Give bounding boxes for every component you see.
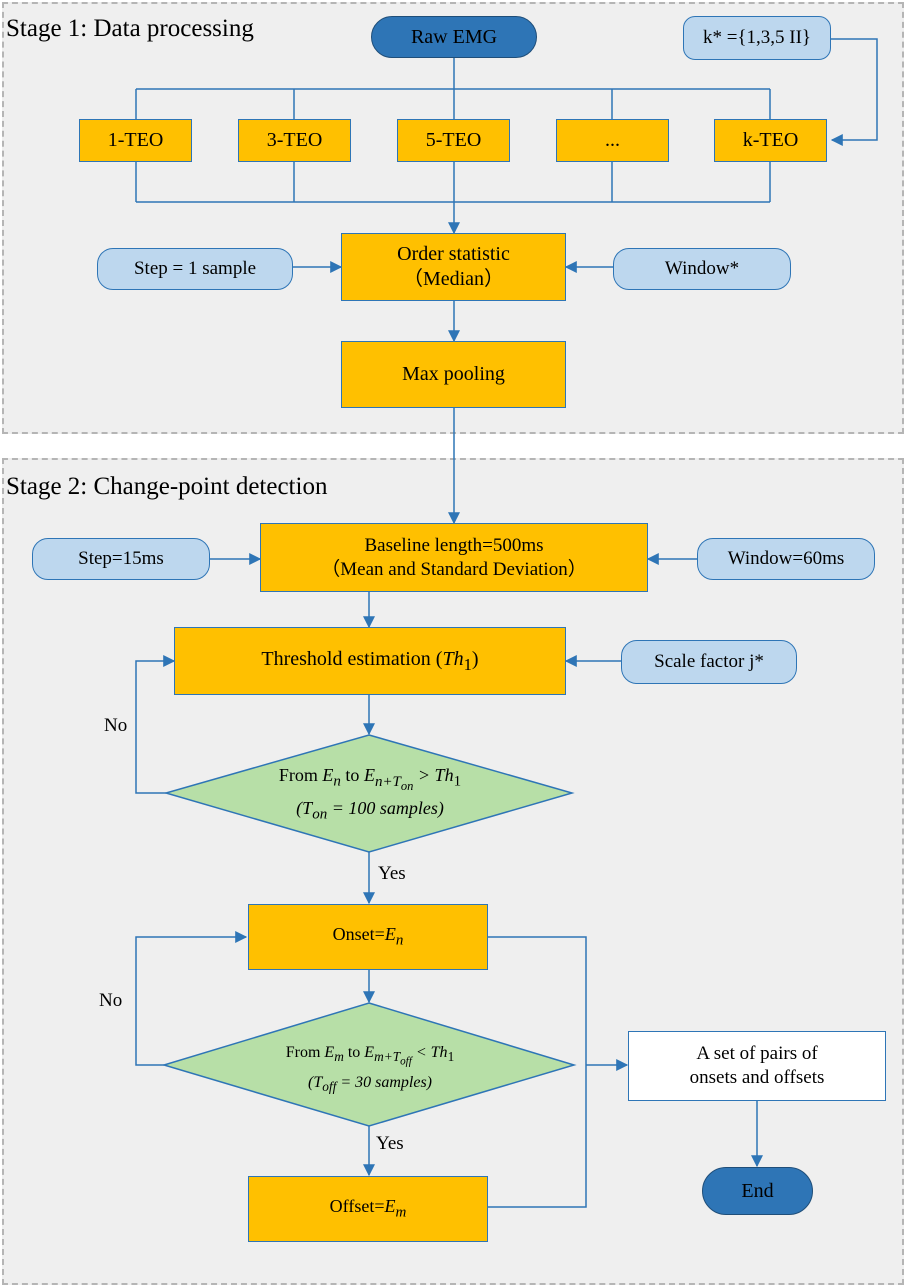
teo-label-5: 5-TEO: [425, 129, 482, 151]
step-15ms-param: Step=15ms: [32, 538, 210, 580]
raw-emg-terminal: Raw EMG: [371, 16, 537, 58]
teo-box-1: 1-TEO: [79, 119, 192, 162]
baseline-line1: Baseline length=500ms: [364, 534, 544, 556]
window-star-param: Window*: [613, 248, 791, 290]
scale-factor-label: Scale factor j*: [654, 651, 764, 673]
teo-box-5: 5-TEO: [397, 119, 510, 162]
threshold-close: ): [471, 647, 479, 670]
baseline-line2: （Mean and Standard Deviation）: [321, 558, 587, 580]
offset-label: Offset=Em: [329, 1196, 407, 1221]
threshold-text: Threshold estimation (: [261, 647, 443, 670]
decision1-line2: (Ton = 100 samples): [296, 798, 444, 823]
decision2-line2: (Toff = 30 samples): [308, 1073, 432, 1094]
order-statistic-box: Order statistic （Median）: [341, 233, 566, 301]
pairs-output-box: A set of pairs of onsets and offsets: [628, 1031, 886, 1101]
window-60ms-param: Window=60ms: [697, 538, 875, 580]
offset-box: Offset=Em: [248, 1176, 488, 1242]
order-statistic-line1: Order statistic: [397, 243, 510, 265]
pairs-line1: A set of pairs of: [696, 1043, 818, 1065]
window-star-label: Window*: [664, 258, 740, 280]
raw-emg-label: Raw EMG: [410, 25, 498, 48]
order-statistic-line2: （Median）: [402, 268, 505, 290]
stage1-title: Stage 1: Data processing: [6, 15, 254, 42]
teo-box-ellipsis: ...: [556, 119, 669, 162]
k-set-param: k* ={1,3,5 II}: [683, 16, 831, 60]
teo-box-k: k-TEO: [714, 119, 827, 162]
no-label-1: No: [104, 715, 128, 736]
yes-label-1: Yes: [378, 863, 406, 884]
onset-box: Onset=En: [248, 904, 488, 970]
k-set-label: k* ={1,3,5 II}: [702, 27, 812, 49]
teo-label-k: k-TEO: [742, 129, 799, 151]
decision1-line1: From En to En+Ton > Th1: [278, 765, 462, 793]
pairs-line2: onsets and offsets: [689, 1067, 825, 1088]
threshold-label: Threshold estimation (Th1): [261, 647, 478, 676]
onset-label: Onset=En: [332, 924, 404, 949]
threshold-estimation-box: Threshold estimation (Th1): [174, 627, 566, 695]
end-label: End: [741, 1179, 774, 1202]
end-terminal: End: [702, 1167, 813, 1215]
stage2-panel: [2, 458, 904, 1285]
step-1-sample-label: Step = 1 sample: [133, 258, 257, 280]
max-pooling-box: Max pooling: [341, 341, 566, 408]
decision2-line1: From Em to Em+Toff < Th1: [285, 1044, 455, 1068]
window-60ms-label: Window=60ms: [727, 548, 845, 570]
yes-label-2: Yes: [376, 1133, 404, 1154]
step-15ms-label: Step=15ms: [78, 548, 164, 570]
teo-label-1: 1-TEO: [107, 129, 164, 151]
teo-box-3: 3-TEO: [238, 119, 351, 162]
threshold-subscript: 1: [463, 654, 472, 674]
step-1-sample-param: Step = 1 sample: [97, 248, 293, 290]
teo-label-ellipsis: ...: [605, 129, 620, 151]
threshold-symbol: Th: [442, 647, 464, 670]
decision2-text: From Em to Em+Toff < Th1 (Toff = 30 samp…: [200, 1041, 540, 1097]
no-label-2: No: [99, 990, 123, 1011]
stage2-title: Stage 2: Change-point detection: [6, 473, 328, 500]
baseline-box: Baseline length=500ms （Mean and Standard…: [260, 523, 648, 592]
decision1-text: From En to En+Ton > Th1 (Ton = 100 sampl…: [200, 762, 540, 826]
scale-factor-param: Scale factor j*: [621, 640, 797, 684]
max-pooling-label: Max pooling: [402, 363, 505, 385]
teo-label-3: 3-TEO: [266, 129, 323, 151]
